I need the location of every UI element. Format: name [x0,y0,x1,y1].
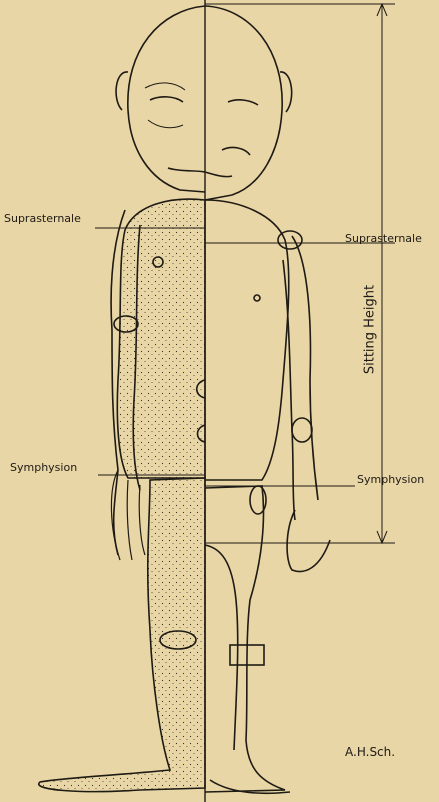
sitting-height-label: Sitting Height [363,280,378,380]
signature: A.H.Sch. [345,745,395,759]
suprasternale-right-label: Suprasternale [345,232,422,245]
right-half-body [205,6,330,793]
suprasternale-left-label: Suprasternale [4,212,81,225]
symphysion-right-label: Symphysion [357,473,424,486]
symphysion-left-label: Symphysion [10,461,77,474]
left-half-body [39,6,205,792]
